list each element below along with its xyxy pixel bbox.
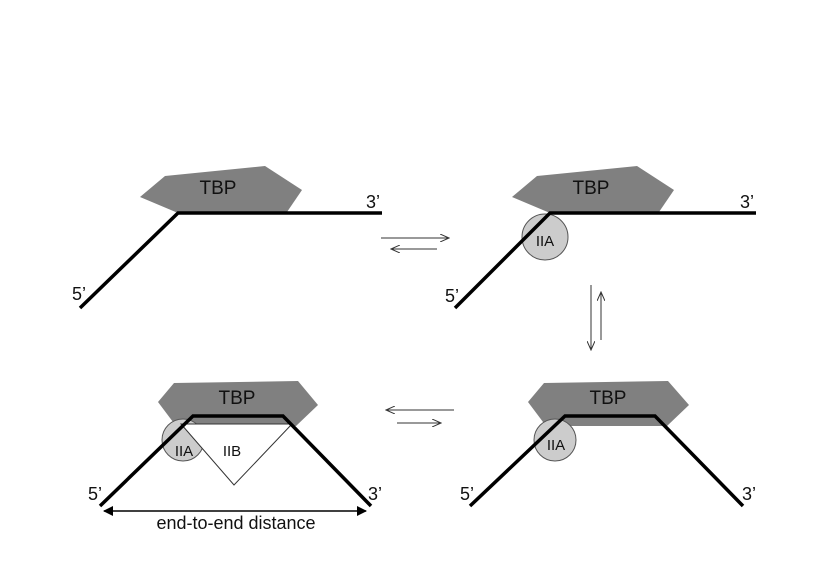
dna-strand — [468, 414, 745, 508]
three-prime-label: 3’ — [740, 192, 754, 212]
equilibrium-arrows-right — [591, 285, 601, 350]
tfiia-circle — [533, 418, 577, 462]
state-tbp-dna: TBP 3’ 5’ — [72, 166, 382, 310]
tbp-label: TBP — [200, 178, 237, 199]
tfiia-label: IIA — [547, 437, 565, 454]
five-prime-label: 5’ — [72, 284, 86, 304]
equilibrium-arrows-bottom — [386, 410, 454, 423]
tbp-shape — [140, 166, 302, 213]
three-prime-label: 3’ — [742, 484, 756, 504]
tbp-label: TBP — [590, 388, 627, 409]
tfiia-label: IIA — [175, 443, 193, 460]
equilibrium-arrows-top — [381, 238, 449, 249]
state-tbp-iia-iib: TBP IIA IIB 3’ 5’ end-to-end distance — [88, 381, 382, 533]
dna-strand — [78, 211, 382, 310]
tbp-shape — [512, 166, 674, 213]
end-to-end-distance-label: end-to-end distance — [156, 513, 315, 533]
five-prime-label: 5’ — [445, 286, 459, 306]
state-tbp-iia-bent: TBP IIA 3’ 5’ — [460, 381, 756, 508]
five-prime-label: 5’ — [460, 484, 474, 504]
tfiib-triangle — [179, 423, 294, 486]
three-prime-label: 3’ — [366, 192, 380, 212]
five-prime-label: 5’ — [88, 484, 102, 504]
dna-strand — [98, 414, 373, 508]
three-prime-label: 3’ — [368, 484, 382, 504]
tbp-label: TBP — [219, 388, 256, 409]
tfiia-circle — [521, 213, 569, 261]
tfiib-label: IIB — [223, 443, 241, 460]
tbp-label: TBP — [573, 178, 610, 199]
dna-strand — [453, 211, 756, 310]
tfiia-label: IIA — [536, 233, 554, 250]
state-tbp-iia: TBP IIA 3’ 5’ — [445, 166, 756, 310]
